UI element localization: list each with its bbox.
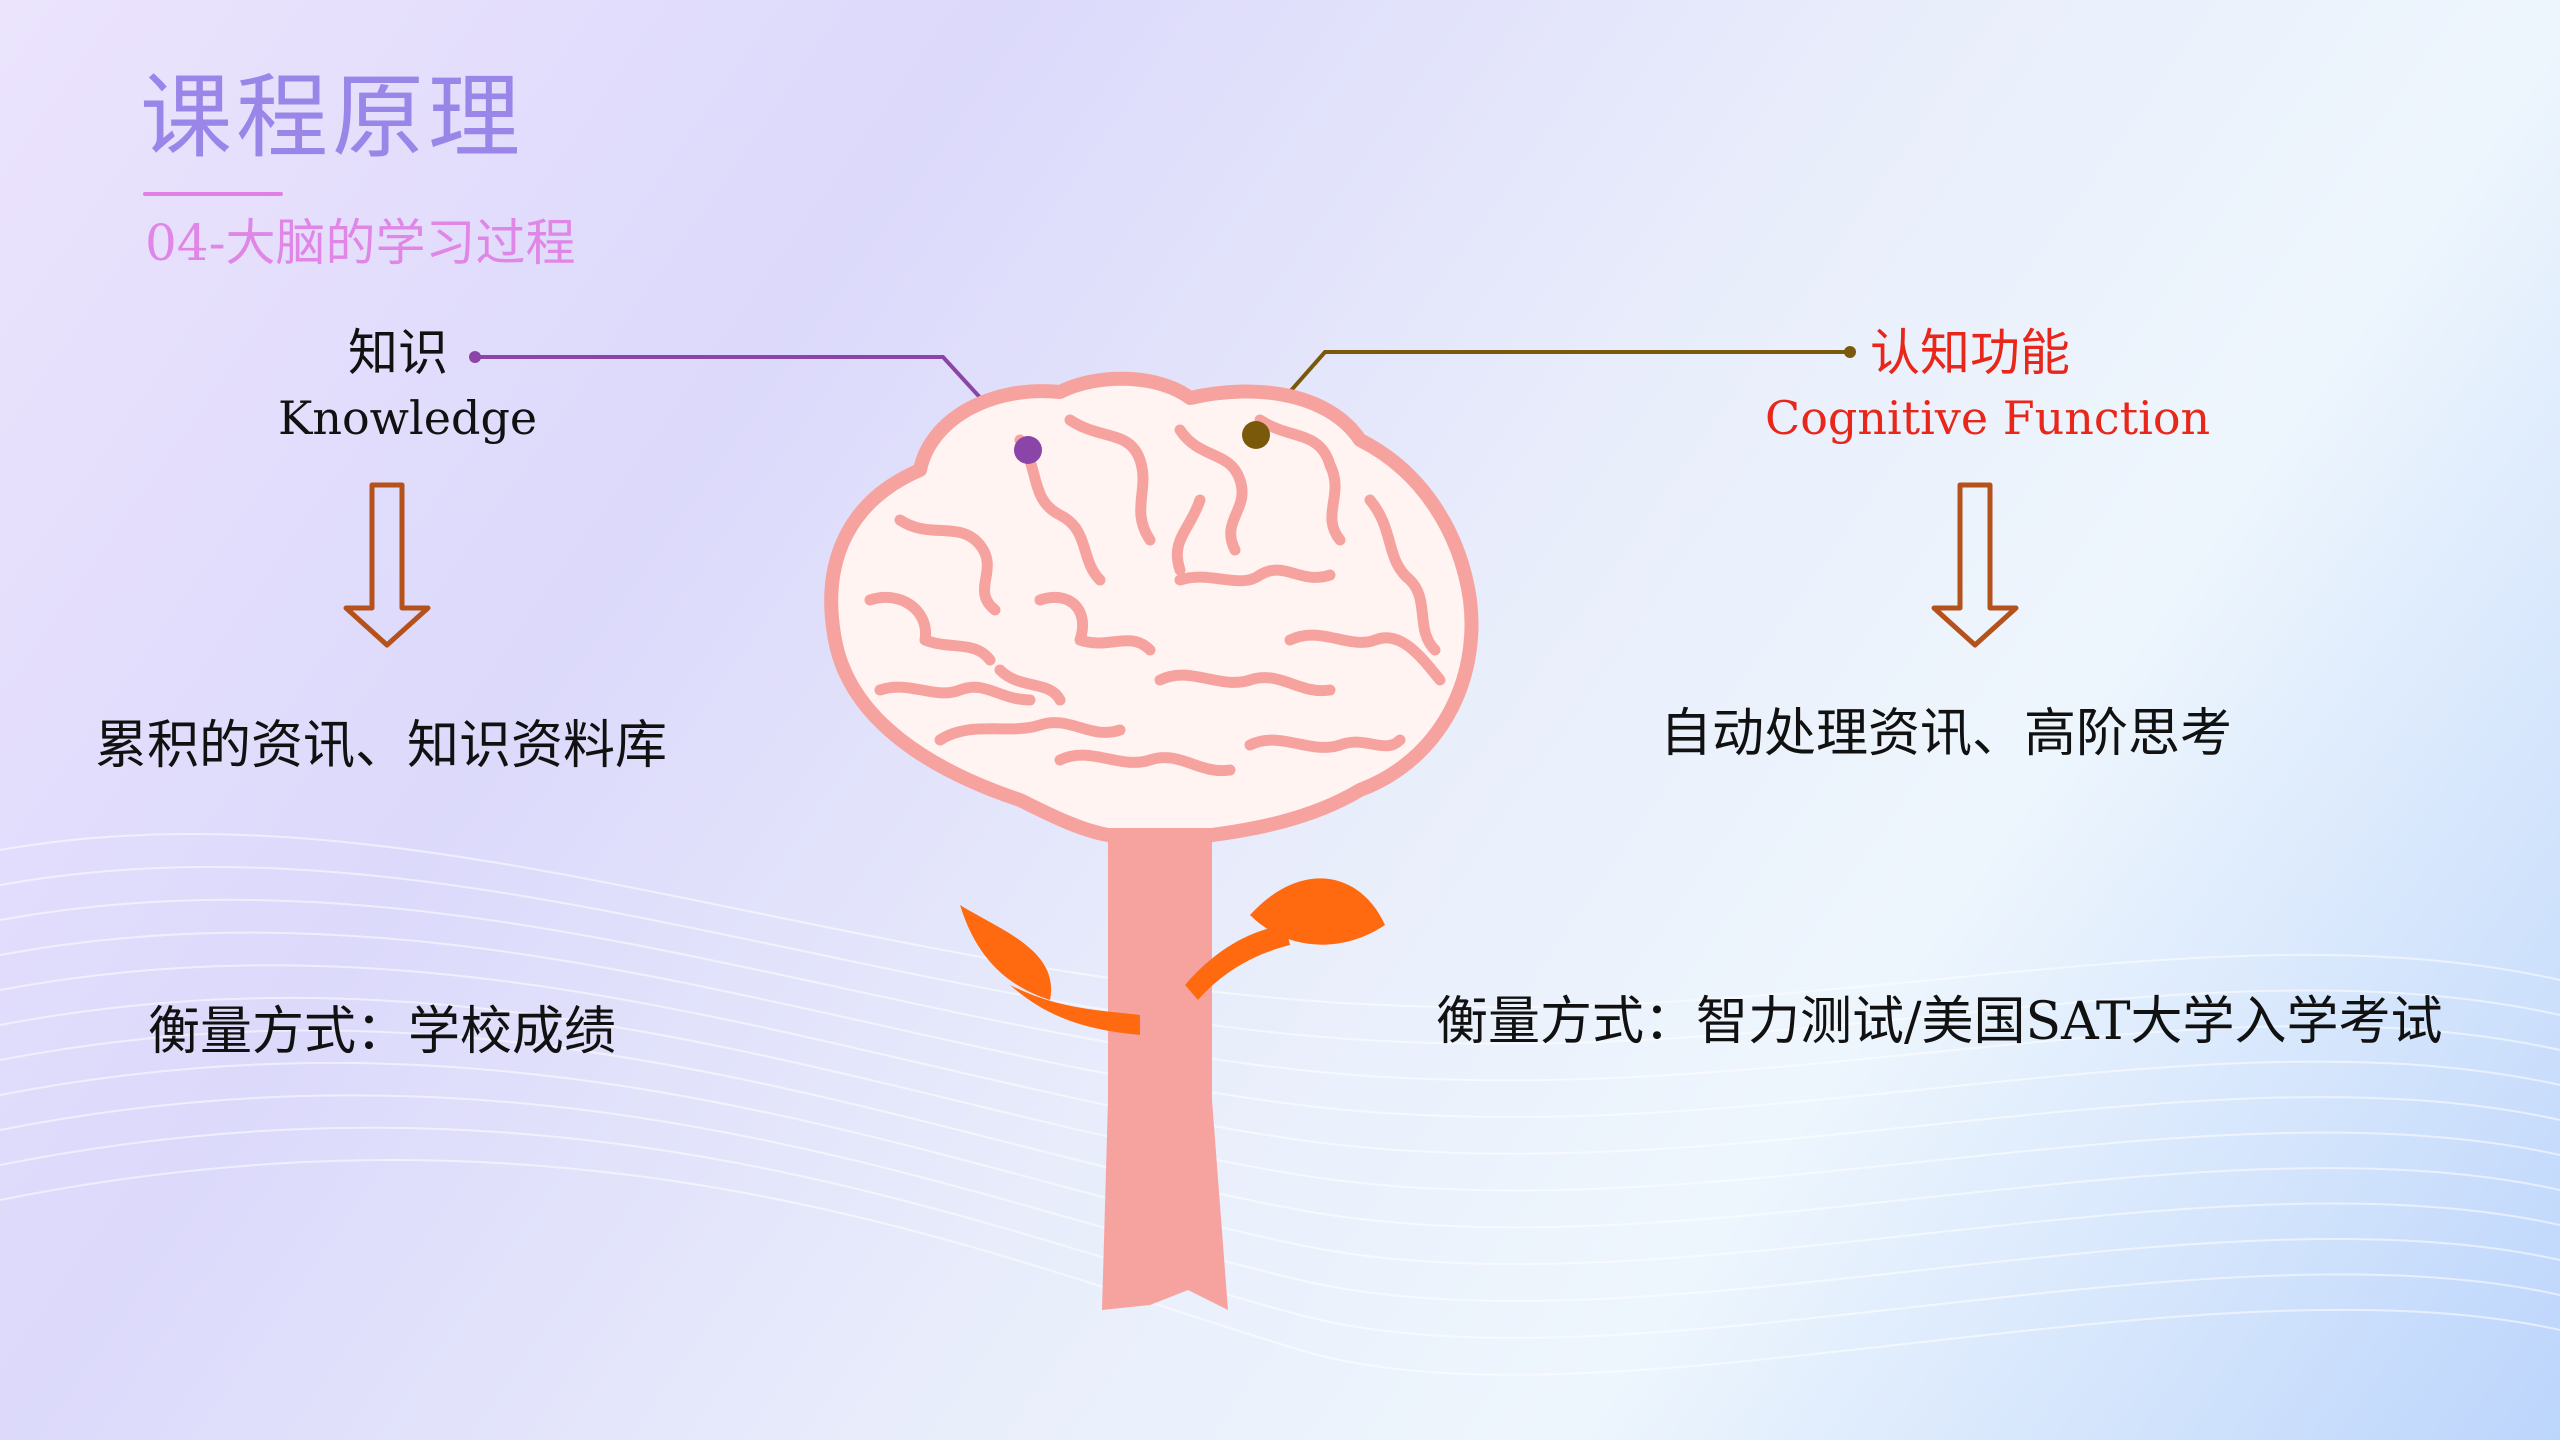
cognitive-description: 自动处理资讯、高阶思考 bbox=[1660, 704, 2233, 764]
leaf-icon bbox=[1185, 878, 1385, 1000]
cognitive-term: 认知功能 bbox=[1870, 324, 2070, 382]
tree-trunk bbox=[1102, 820, 1228, 1310]
cognitive-term-en: Cognitive Function bbox=[1765, 391, 2211, 445]
page-title: 课程原理 bbox=[140, 64, 525, 171]
down-arrow-icon bbox=[1931, 482, 2019, 648]
leaf-icon bbox=[960, 905, 1140, 1035]
knowledge-node bbox=[1014, 436, 1042, 464]
knowledge-description: 累积的资讯、知识资料库 bbox=[95, 716, 668, 776]
knowledge-term-en: Knowledge bbox=[278, 391, 538, 445]
knowledge-measure: 衡量方式：学校成绩 bbox=[148, 1002, 617, 1062]
title-underline bbox=[143, 192, 283, 196]
page-subtitle: 04-大脑的学习过程 bbox=[145, 214, 576, 272]
cognitive-measure: 衡量方式：智力测试/美国SAT大学入学考试 bbox=[1436, 992, 2443, 1052]
down-arrow-icon bbox=[343, 482, 431, 648]
cognitive-node bbox=[1242, 421, 1270, 449]
brain-illustration bbox=[824, 371, 1479, 842]
knowledge-term: 知识 bbox=[348, 324, 448, 382]
